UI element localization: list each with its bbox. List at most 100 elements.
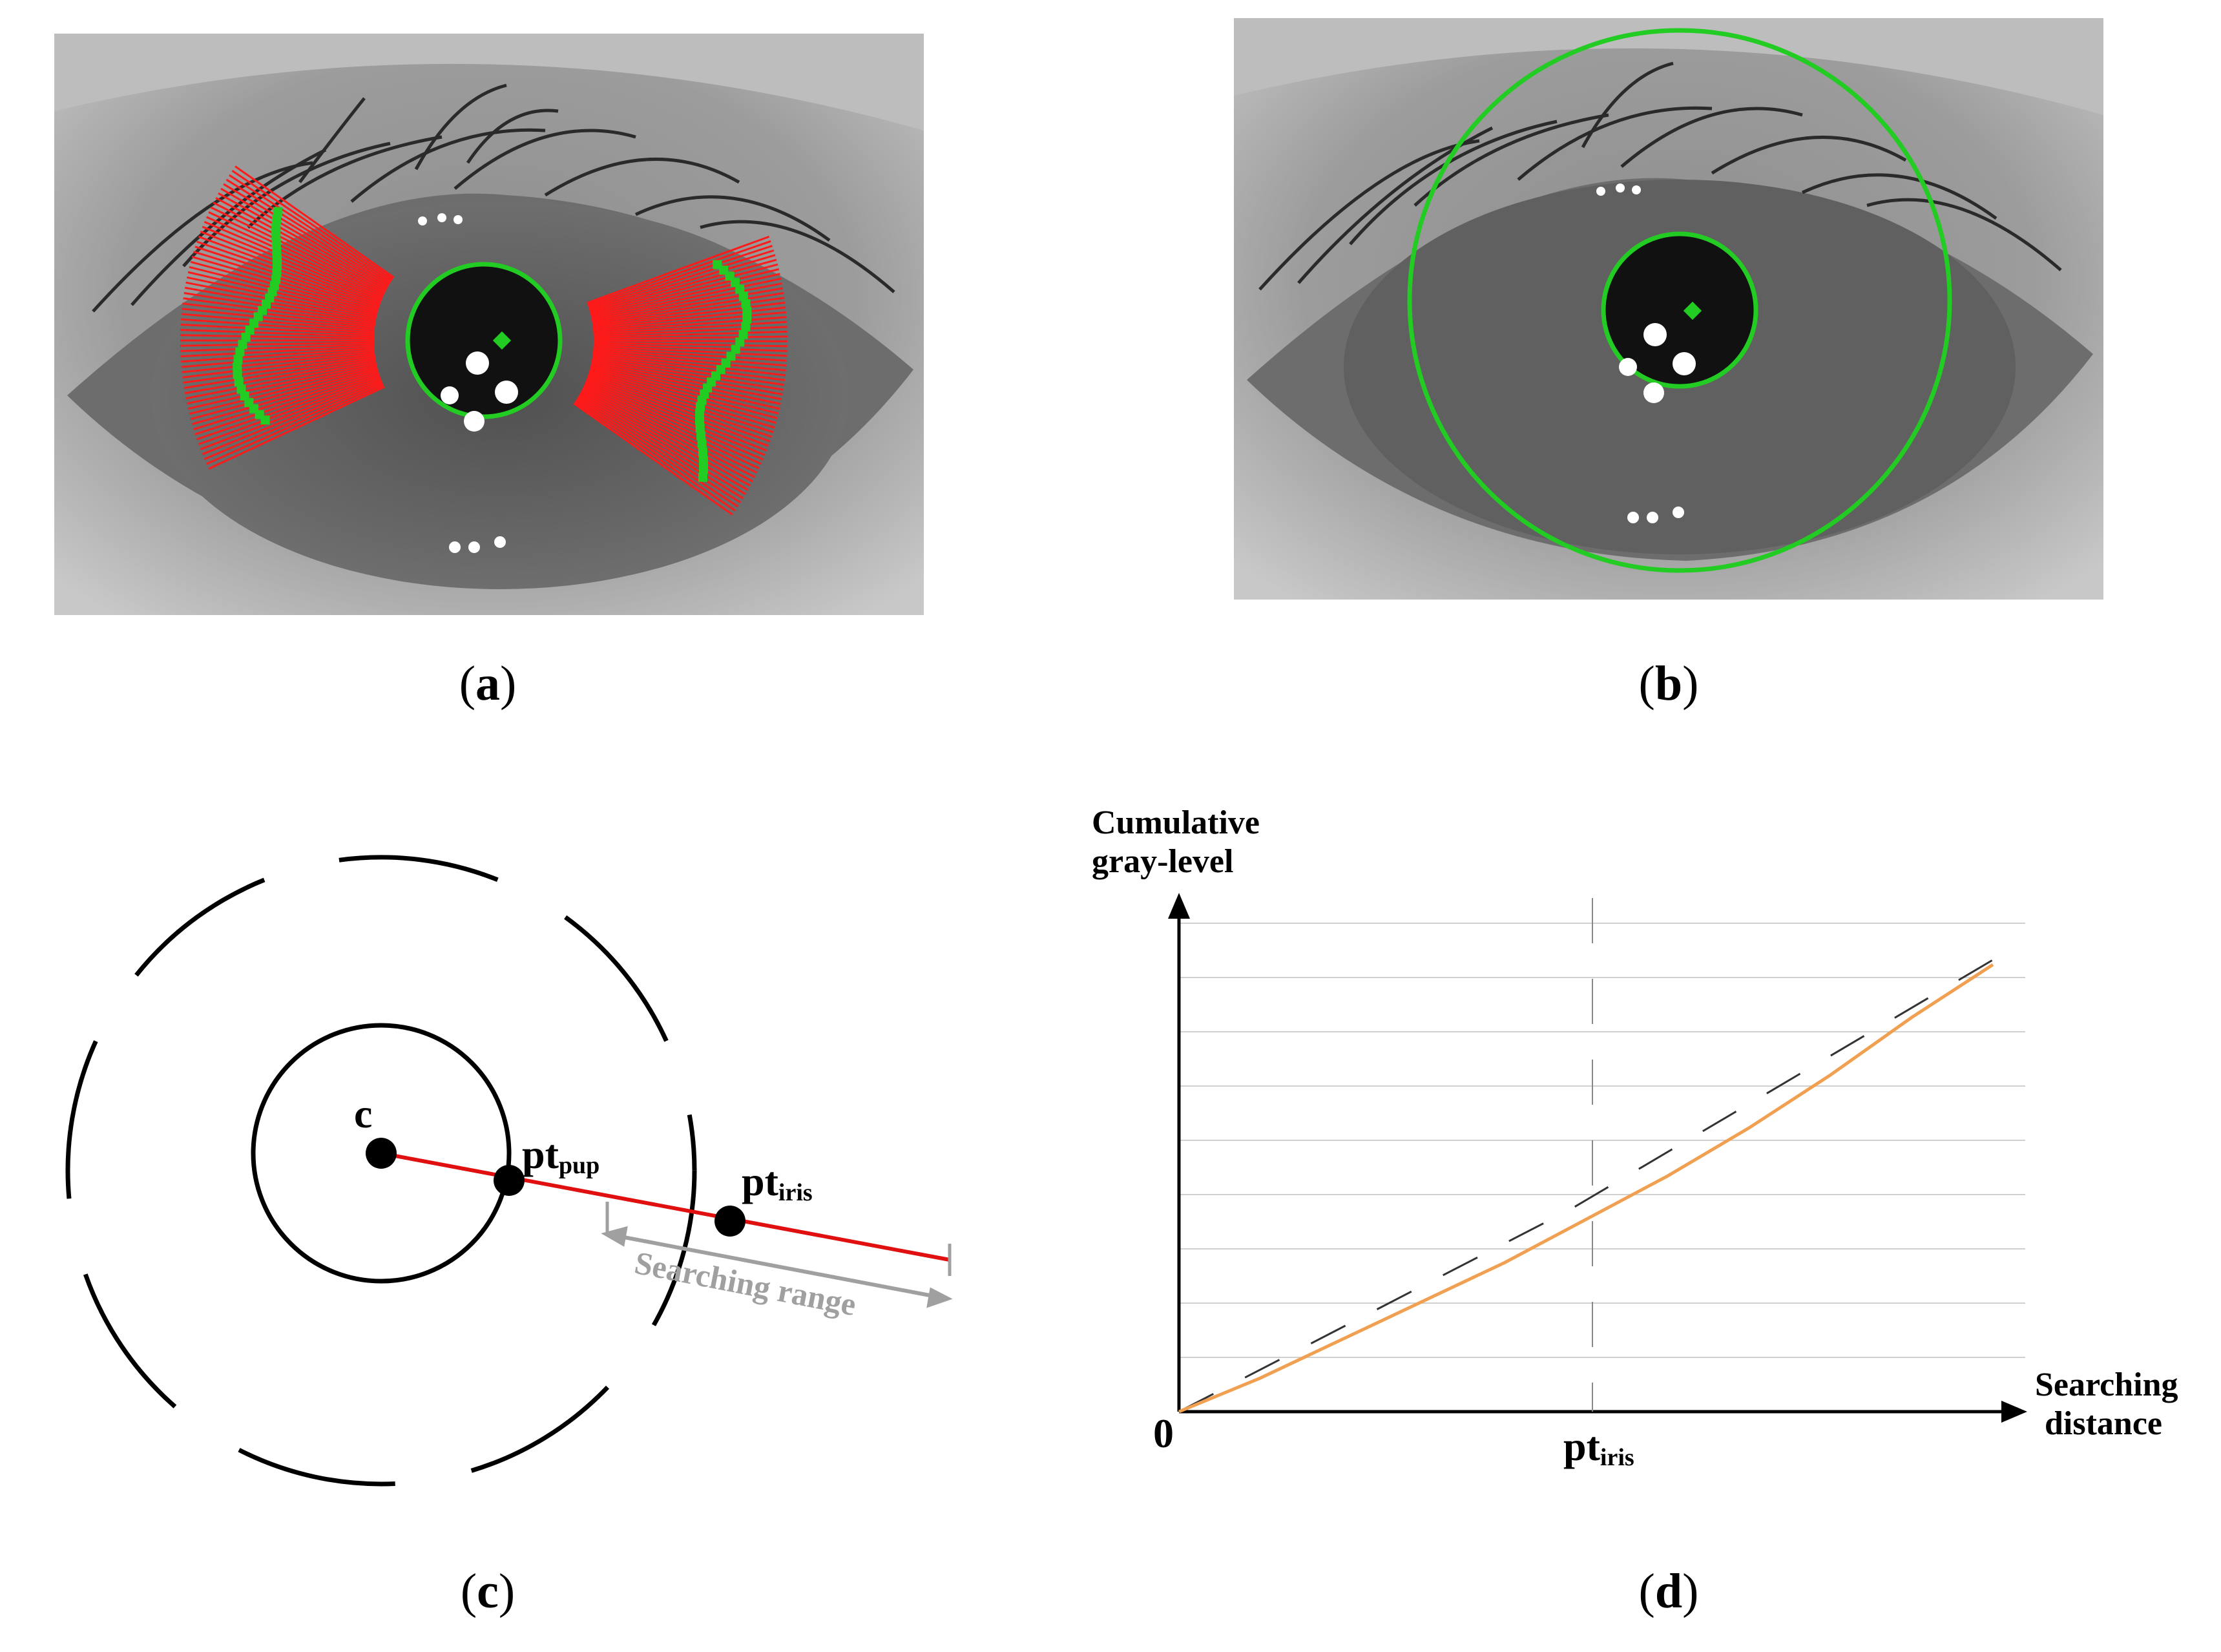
search-ray <box>590 263 778 314</box>
search-ray <box>193 251 379 309</box>
search-ray <box>593 346 787 362</box>
edge-points-right <box>694 260 752 482</box>
eye-photo-a-graphic <box>54 34 924 615</box>
search-ray <box>190 368 379 421</box>
iris-circle-dashed <box>65 855 697 1487</box>
edge-point <box>233 355 243 364</box>
pupil-point <box>494 1165 525 1196</box>
search-ray <box>183 357 376 390</box>
search-ray <box>582 387 758 474</box>
pupil-center-a <box>492 331 512 350</box>
search-ray <box>186 362 377 405</box>
search-ray <box>591 277 782 319</box>
y-axis-label-line2: gray-level <box>1092 843 1233 880</box>
edge-point <box>233 370 242 379</box>
center-label: c <box>354 1091 372 1136</box>
y-axis <box>1168 893 1190 1412</box>
pupil-point-label: ptpup <box>522 1131 600 1179</box>
search-ray <box>229 174 393 282</box>
edge-point <box>273 261 282 271</box>
pupil-center-b <box>1683 301 1702 320</box>
search-ray <box>182 351 375 373</box>
edge-point <box>735 284 745 294</box>
eye-photo-b-graphic <box>1234 18 2103 600</box>
edge-point <box>741 322 751 331</box>
search-ray <box>592 301 786 328</box>
search-ray <box>184 286 376 322</box>
pupil-boundary-b <box>1601 231 1758 389</box>
edge-point <box>235 347 245 357</box>
search-ray <box>181 318 375 334</box>
search-ray <box>194 246 380 308</box>
search-ray <box>200 379 382 450</box>
y-axis-label-line1: Cumulative <box>1092 804 1260 841</box>
search-ray <box>591 361 782 401</box>
search-ray <box>208 386 385 470</box>
search-ray <box>593 339 788 342</box>
search-ray <box>196 240 381 306</box>
x-axis <box>1179 1401 2027 1423</box>
search-ray <box>587 235 770 304</box>
search-ray <box>588 372 774 434</box>
edge-points-left <box>233 207 282 425</box>
search-ray <box>588 249 775 309</box>
search-ray <box>225 178 391 284</box>
search-ray <box>592 359 783 396</box>
edge-point <box>236 384 246 394</box>
search-ray <box>181 313 375 332</box>
search-ray <box>585 379 767 452</box>
search-ray <box>189 366 378 415</box>
search-ray <box>184 359 376 395</box>
search-ray <box>193 371 379 430</box>
search-ray <box>583 384 762 465</box>
search-ray <box>180 345 375 358</box>
search-ray <box>593 335 787 340</box>
search-ray <box>183 355 375 384</box>
edge-point <box>698 447 708 457</box>
search-ray <box>593 341 787 348</box>
search-ray <box>589 254 776 311</box>
search-ray <box>196 375 381 441</box>
caption-b: (b) <box>1638 656 1699 711</box>
search-ray <box>575 399 739 508</box>
search-ray <box>181 347 375 363</box>
edge-point <box>240 391 249 401</box>
iris-point-label: ptiris <box>742 1158 813 1206</box>
search-region-right <box>573 235 788 516</box>
search-ray <box>593 311 787 331</box>
search-ray <box>592 287 784 323</box>
edge-point <box>245 325 255 335</box>
search-ray <box>213 202 387 292</box>
pupil-circle <box>251 1023 512 1284</box>
caption-c: (c) <box>460 1564 516 1618</box>
search-ray <box>579 393 749 491</box>
search-ray <box>182 308 375 330</box>
search-ray <box>185 360 377 400</box>
search-ray <box>590 268 780 316</box>
edge-point <box>272 246 282 256</box>
search-ray <box>584 382 764 461</box>
search-ray <box>231 169 393 280</box>
search-ray <box>591 282 782 321</box>
search-ray <box>203 220 384 298</box>
edge-point <box>695 423 705 433</box>
edge-point <box>273 207 282 216</box>
search-ray <box>587 374 773 438</box>
edge-point <box>271 223 281 233</box>
edge-point <box>698 472 707 482</box>
search-ray <box>191 256 379 311</box>
search-ray <box>202 381 382 455</box>
search-ray <box>579 392 751 487</box>
search-ray <box>590 273 780 318</box>
edge-point <box>272 254 282 264</box>
chart-d: Cumulative gray-level Searching distance… <box>1092 804 2178 1471</box>
search-ray <box>182 353 375 379</box>
search-ray <box>583 386 760 470</box>
edge-point <box>233 362 242 372</box>
edge-point <box>695 408 705 418</box>
search-ray <box>194 373 380 435</box>
edge-point <box>731 344 740 354</box>
edge-point <box>234 377 244 387</box>
edge-point <box>738 329 748 339</box>
center-point <box>366 1138 397 1169</box>
